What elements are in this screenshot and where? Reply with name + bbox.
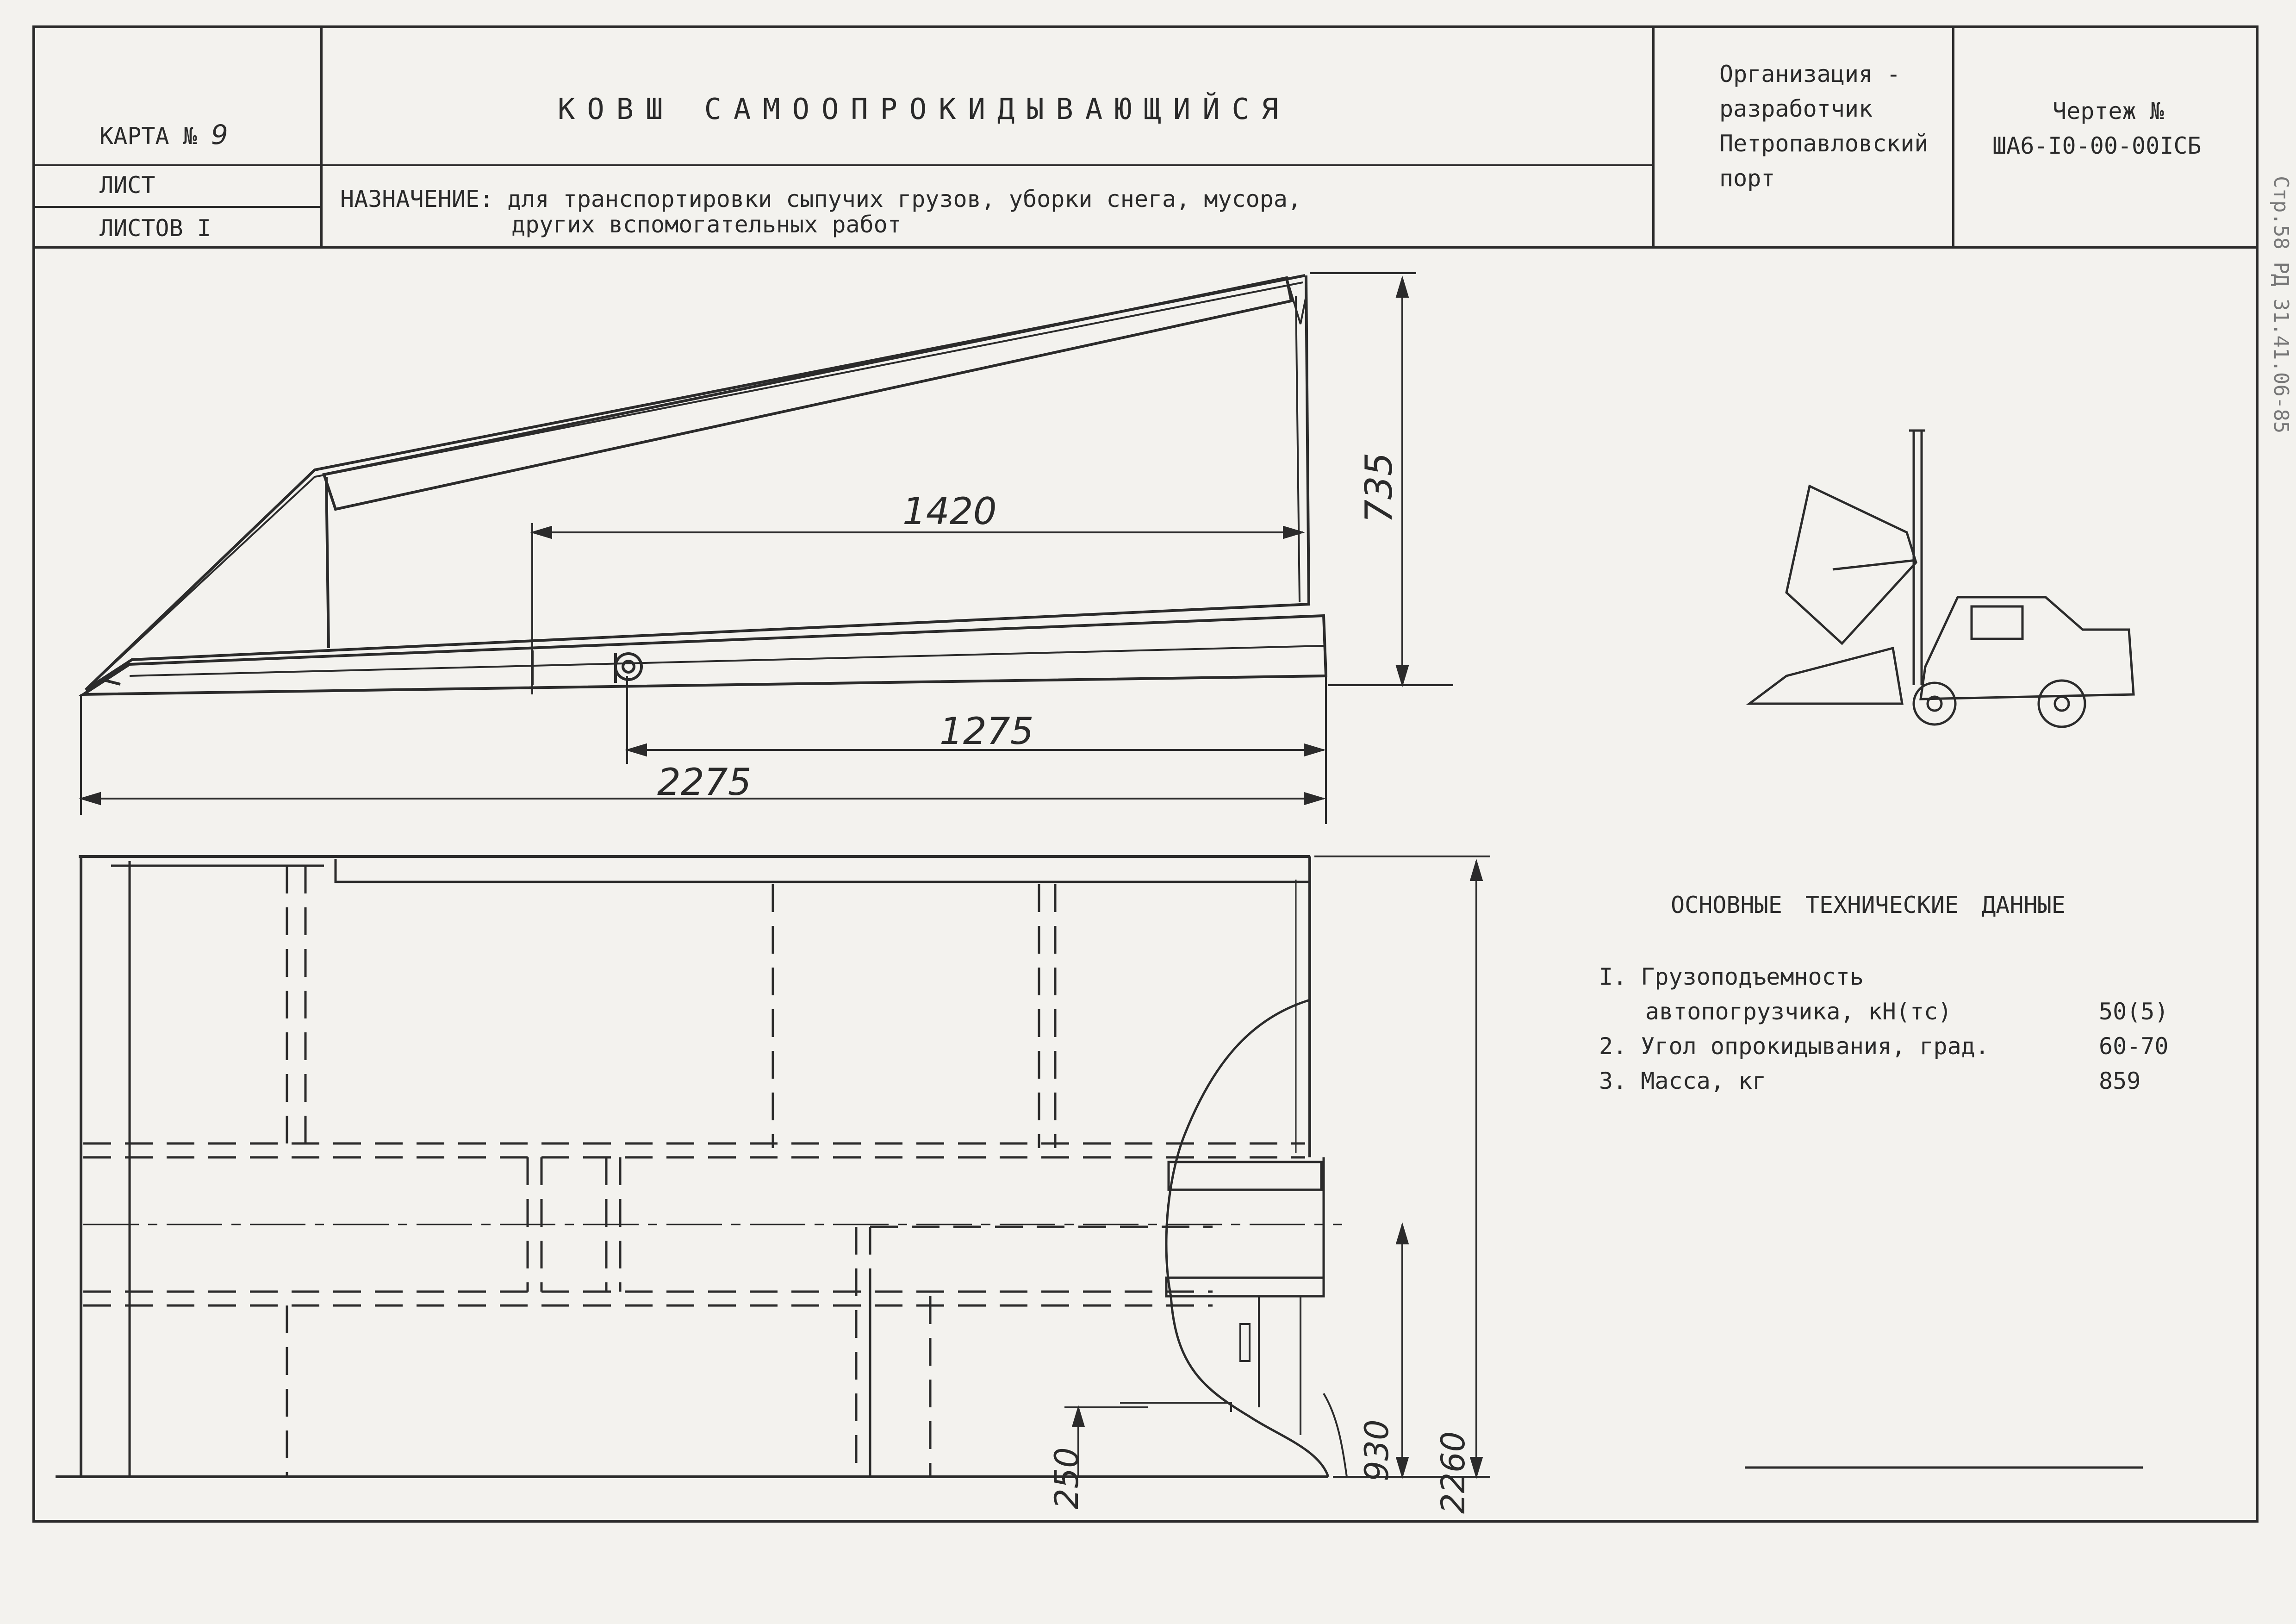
forklift-sketch	[1745, 429, 2143, 1469]
spec-3-value: 859	[2099, 1068, 2141, 1094]
org-line-4: порт	[1719, 165, 1775, 192]
spec-3-label: 3. Масса, кг	[1599, 1068, 1767, 1094]
frame-top	[32, 25, 2259, 28]
dimension-lines	[79, 272, 1453, 824]
org-line-2: разработчик	[1719, 95, 1873, 122]
sheet-label: ЛИСТ	[100, 172, 156, 199]
bucket-top-view	[56, 855, 1348, 1478]
frame-right	[2256, 25, 2259, 1523]
spec-2-label: 2. Угол опрокидывания, град.	[1599, 1033, 1989, 1060]
title-block-divider-2	[1652, 25, 1655, 248]
sheets-count-label: ЛИСТОВ I	[100, 215, 211, 242]
dimension-1420: 1420	[902, 490, 997, 533]
card-label: КАРТА № 9	[100, 121, 228, 148]
top-view-dimension-lines	[1064, 856, 1490, 1479]
dimension-1275: 1275	[940, 710, 1034, 753]
drawing-title: КОВШ САМООПРОКИДЫВАЮЩИЙСЯ	[558, 92, 1291, 126]
dimension-250: 250	[1048, 1447, 1086, 1509]
card-number: 9	[211, 119, 228, 150]
org-line-1: Организация -	[1719, 61, 1901, 87]
drawing-number-label: Чертеж №	[2053, 98, 2164, 125]
purpose-line-1: НАЗНАЧЕНИЕ: для транспортировки сыпучих …	[340, 186, 1302, 212]
spec-1-label-cont: автопогрузчика, кН(тс)	[1645, 998, 1952, 1025]
title-block-divider-3	[1952, 25, 1954, 248]
purpose-line-2: других вспомогательных работ	[511, 211, 902, 238]
card-label-text: КАРТА №	[100, 123, 197, 150]
dimension-735: 735	[1357, 452, 1400, 523]
spec-1-label: I. Грузоподъемность	[1599, 963, 1864, 990]
spec-1-value: 50(5)	[2099, 998, 2169, 1025]
frame-bottom	[32, 1520, 2259, 1523]
title-block-hline-2	[32, 206, 322, 208]
dimension-2275: 2275	[657, 761, 752, 804]
title-block-bottom	[32, 246, 2259, 249]
title-block-hline-1	[32, 164, 1654, 166]
org-line-3: Петропавловский	[1719, 130, 1929, 157]
specs-heading: ОСНОВНЫЕ ТЕХНИЧЕСКИЕ ДАННЫЕ	[1671, 892, 2066, 918]
spec-2-value: 60-70	[2099, 1033, 2169, 1060]
frame-left	[32, 25, 35, 1523]
dimension-930: 930	[1358, 1419, 1396, 1481]
drawing-number: ША6-I0-00-00IСБ	[1992, 132, 2202, 159]
title-block-divider-1	[320, 25, 323, 248]
dimension-2260: 2260	[1434, 1431, 1472, 1514]
bucket-side-view	[78, 274, 1328, 696]
